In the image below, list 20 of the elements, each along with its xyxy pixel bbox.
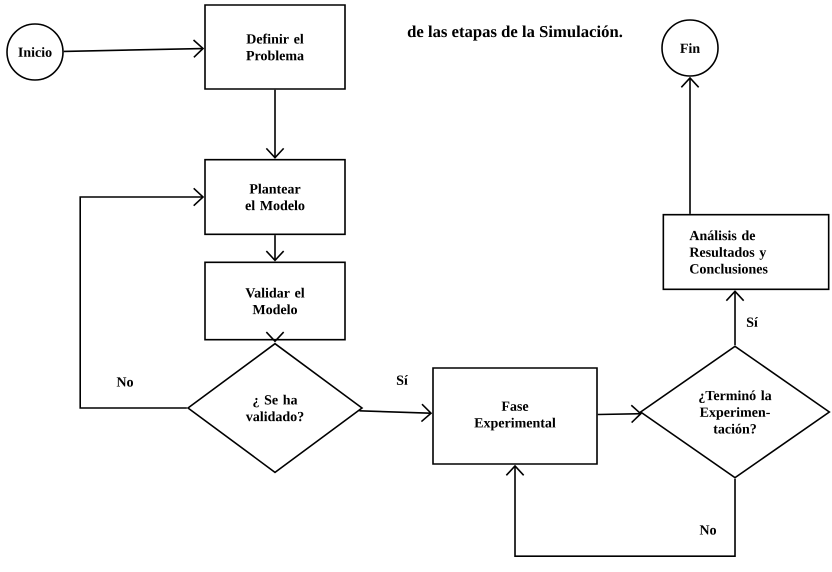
arrow xyxy=(598,404,642,424)
title: de las etapas de la Simulación. xyxy=(408,25,622,41)
process-box: Análisis de Resultados y Conclusiones xyxy=(662,214,830,290)
arrow xyxy=(726,290,744,346)
process-box: Validar el Modelo xyxy=(204,262,346,340)
arrow xyxy=(79,188,204,409)
arrow xyxy=(680,76,700,214)
edge-label: Sí xyxy=(394,374,410,386)
arrow xyxy=(359,404,432,422)
edge-label: Sí xyxy=(744,316,760,328)
process-box: Fase Experimental xyxy=(432,367,598,465)
arrow xyxy=(64,39,204,58)
arrow xyxy=(506,464,736,557)
edge-label: No xyxy=(698,524,718,536)
edge-label: No xyxy=(115,376,135,388)
process-box: Plantear el Modelo xyxy=(204,158,346,236)
arrow xyxy=(266,235,284,262)
process-box: Definir el Problema xyxy=(204,4,346,90)
arrow xyxy=(266,90,284,159)
arrow xyxy=(266,331,284,343)
